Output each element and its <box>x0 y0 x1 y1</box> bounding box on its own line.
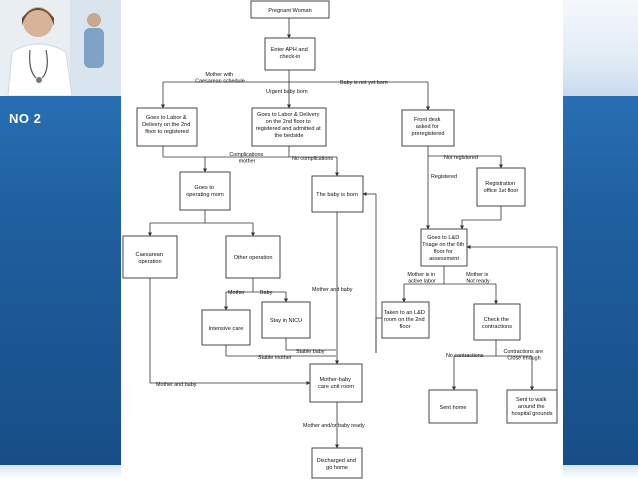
label-baby-not-born: Baby is not yet born <box>340 80 388 86</box>
label-stable-mother: Stable mother <box>258 355 292 361</box>
node-caesarean <box>122 235 178 279</box>
node-enter-aph <box>264 37 316 71</box>
node-other-operation-text: Other operation <box>234 255 273 261</box>
label-complications: Complications mother <box>229 152 264 165</box>
node-check-contractions <box>473 303 521 341</box>
node-goes-ld-mid-text: Goes to Labor & Delivery on the 2nd floo… <box>256 112 323 139</box>
node-discharged-text: Discharged and go home <box>317 458 358 471</box>
slide-number-label: NO 2 <box>9 111 42 126</box>
label-no-contractions: No contractions <box>446 353 484 359</box>
node-nicu-text: Stay in NICU <box>270 318 302 324</box>
node-pregnant-woman-text: Pregnant Woman <box>268 8 311 14</box>
node-registration <box>476 167 526 207</box>
doctor-photo-icon <box>0 0 122 96</box>
node-mother-baby-unit <box>309 363 363 403</box>
node-registration-text: Registration office 1st floor <box>484 181 519 194</box>
node-sent-walk <box>506 389 558 424</box>
node-caesarean-text: Caesarean operation <box>136 252 165 265</box>
node-taken-ld <box>381 301 430 339</box>
node-triage <box>420 228 468 267</box>
node-baby-born <box>311 175 364 213</box>
node-baby-born-text: The baby is born <box>316 192 358 198</box>
label-mother-and-baby-2: Mother and baby <box>156 382 197 388</box>
node-taken-ld-text: Taken to an L&D room on the 2nd floor <box>384 310 427 330</box>
node-nicu <box>261 301 311 339</box>
label-not-registered: Not registered <box>444 155 478 161</box>
node-other-operation <box>225 235 281 279</box>
label-contractions-close: Contractions are Close enough <box>503 349 544 362</box>
label-no-complications: No complications <box>292 156 333 162</box>
node-sent-home-text: Sent home <box>439 405 466 411</box>
node-pregnant-woman <box>250 0 330 19</box>
label-mother-or-baby-ready: Mother and/or baby ready <box>303 423 365 429</box>
node-intensive-care <box>201 309 251 346</box>
node-sent-home <box>428 389 478 424</box>
label-mother: Mother <box>228 290 245 296</box>
node-triage-text: Goes to L&D Triage on the 6th floor for … <box>422 235 466 262</box>
node-goes-ld-left-text: Goes to Labor & Delivery on the 2nd floo… <box>142 115 192 135</box>
node-goes-ld-left <box>136 107 198 147</box>
label-mother-and-baby-1: Mother and baby <box>312 287 353 293</box>
label-baby: Baby <box>260 290 273 296</box>
label-mother-with: Mother with Caesarean schedule <box>195 72 244 85</box>
label-mother-not-ready: Mother is Not ready <box>466 272 490 285</box>
node-goes-or <box>179 171 231 211</box>
label-urgent: Urgent baby born <box>266 89 308 95</box>
node-mother-baby-unit-text: Mother-baby care unit room <box>318 377 354 390</box>
label-mother-active: Mother is in active labor <box>407 272 436 285</box>
node-goes-ld-mid <box>251 107 327 147</box>
label-stable-baby: Stable baby <box>296 349 325 355</box>
node-check-contractions-text: Check the contractions <box>482 317 512 330</box>
node-enter-aph-text: Enter APH and check-in <box>271 47 310 60</box>
node-intensive-care-text: Intensive care <box>209 326 244 332</box>
node-discharged <box>311 447 363 479</box>
node-front-desk <box>401 109 455 147</box>
node-goes-or-text: Goes to operating room <box>186 185 224 198</box>
label-registered: Registered <box>431 174 457 180</box>
node-front-desk-text: Front desk asked for preregistered <box>412 117 445 137</box>
node-sent-walk-text: Sent to walk around the hospital grounds <box>511 397 552 417</box>
